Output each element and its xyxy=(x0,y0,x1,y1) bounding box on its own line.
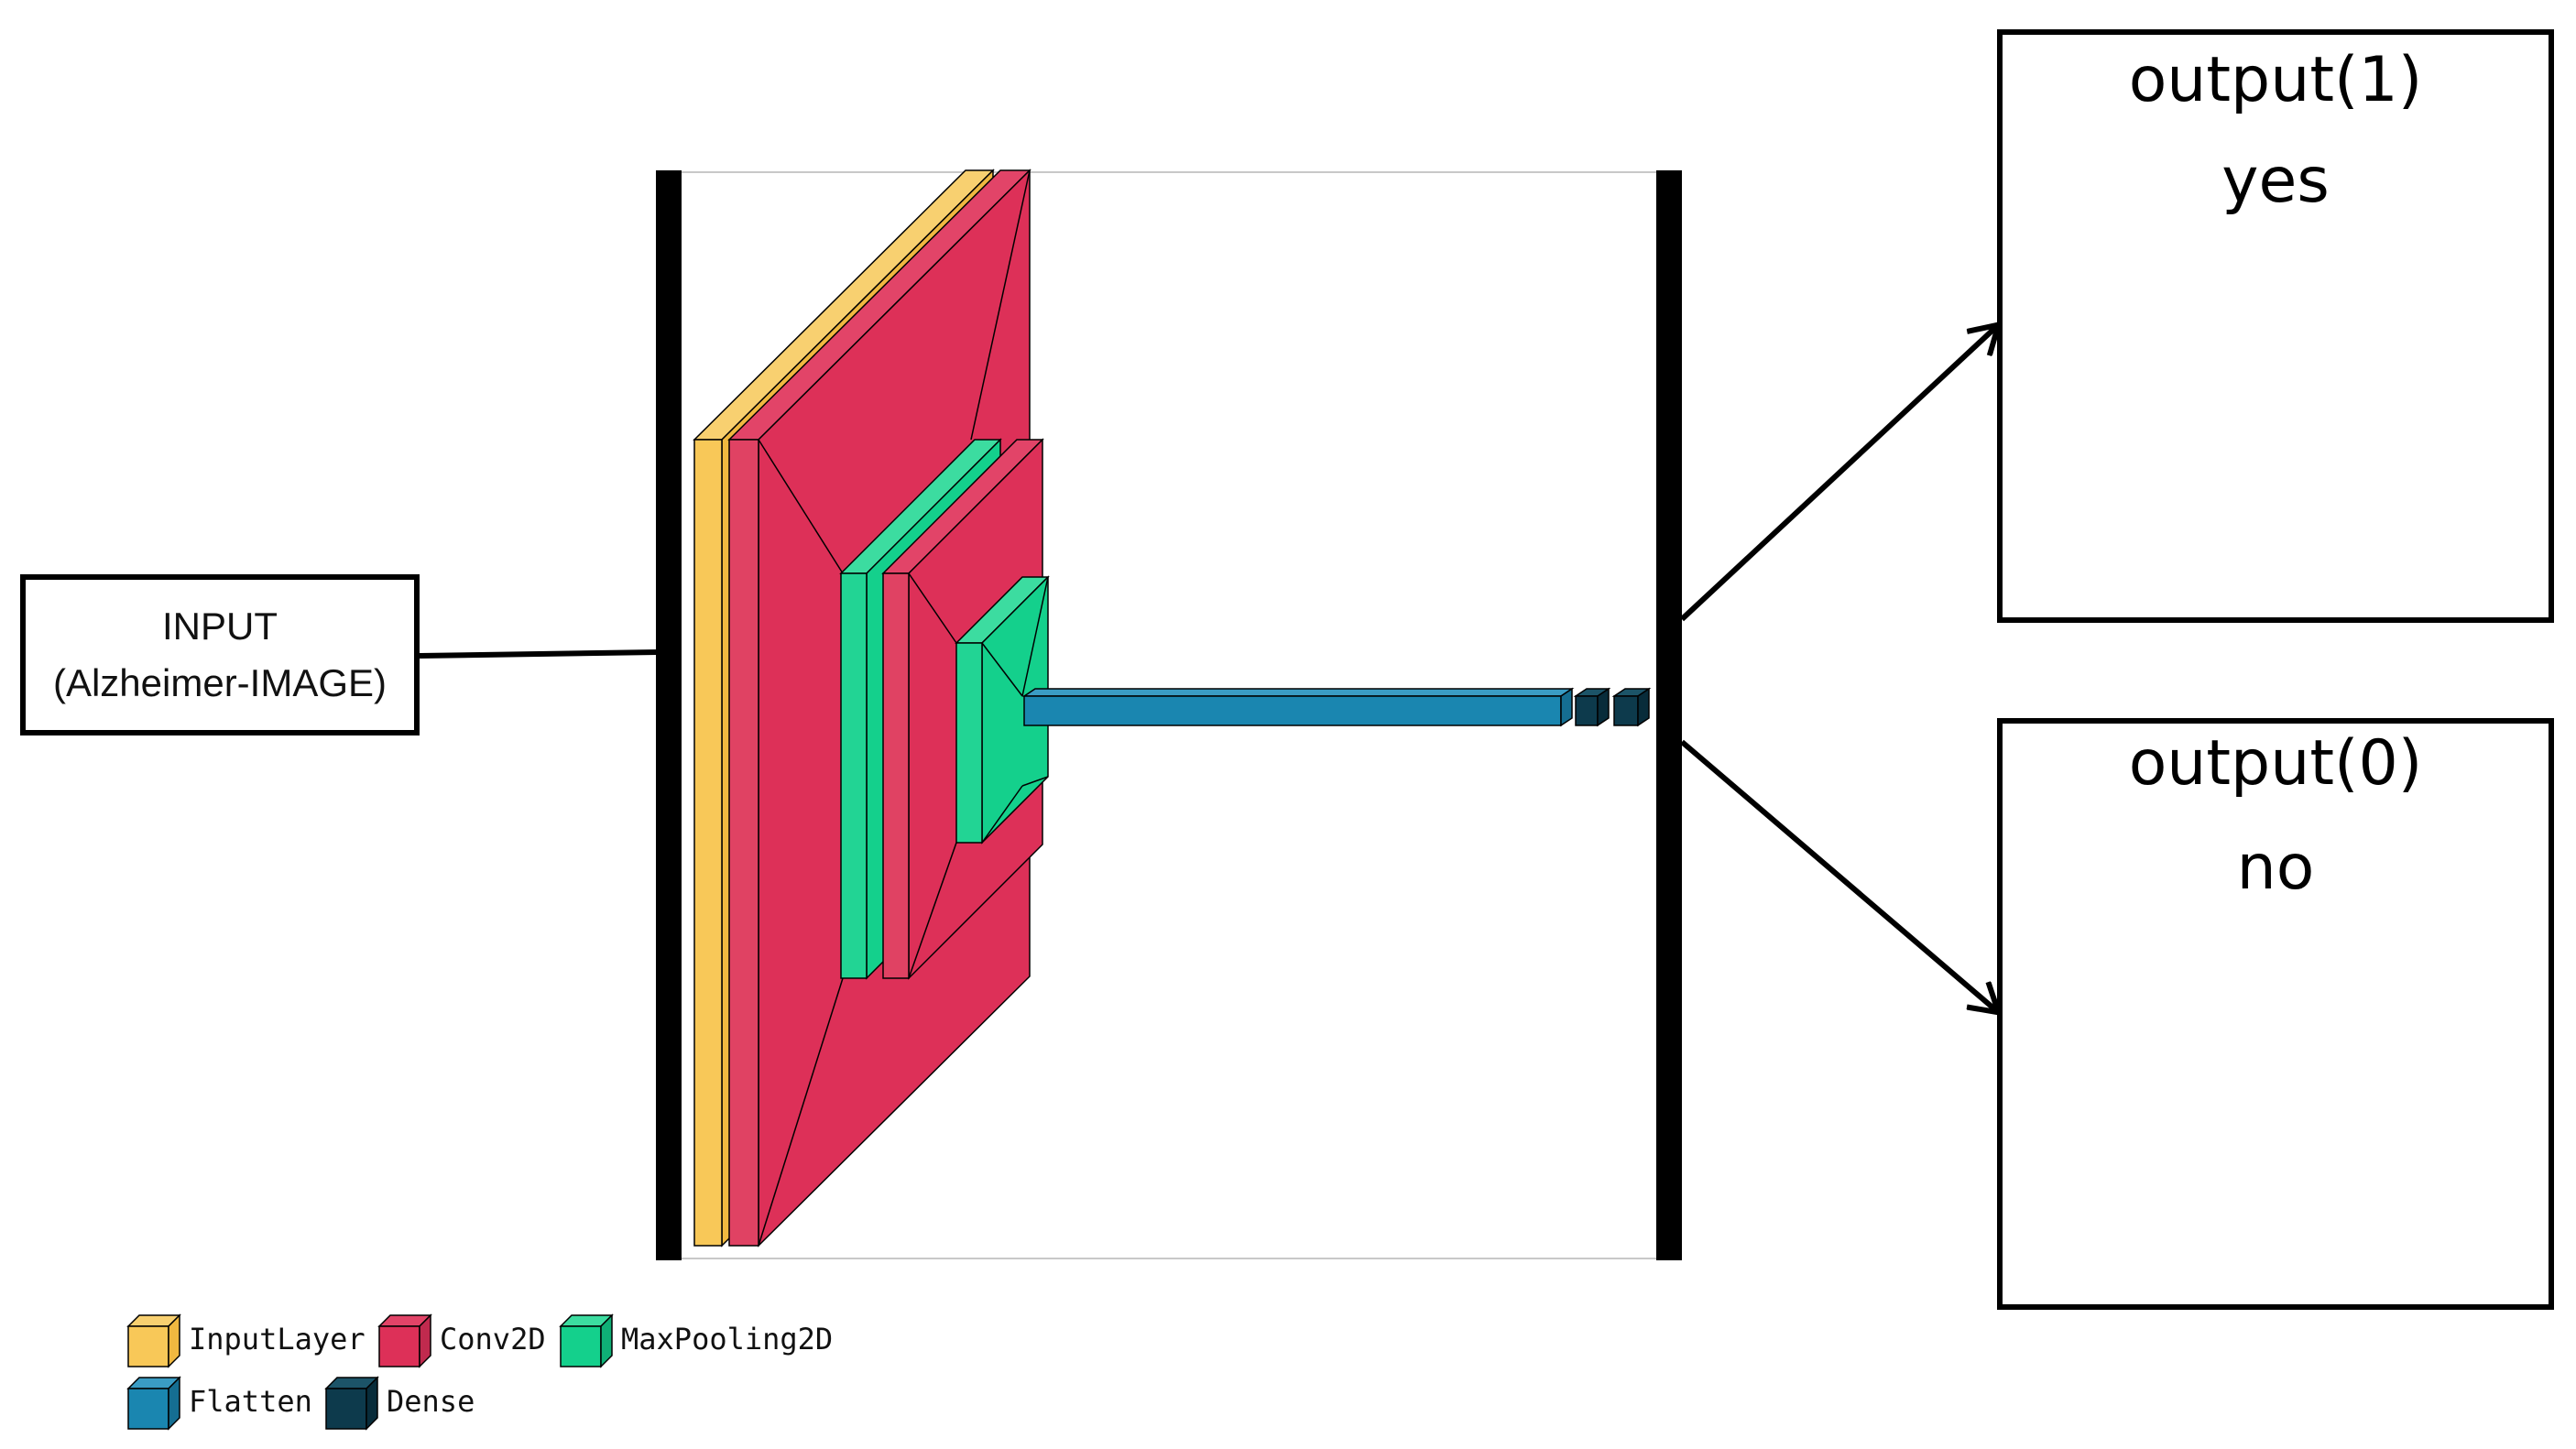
legend-inputlayer-swatch xyxy=(126,1313,181,1368)
legend-maxpooling2d-swatch xyxy=(559,1313,614,1368)
input-box: INPUT (Alzheimer-IMAGE) xyxy=(20,574,420,735)
output-box-no: output(0) no xyxy=(1997,718,2554,1310)
output-answer-yes: yes xyxy=(2221,145,2330,217)
dense-block-2 xyxy=(1611,687,1652,727)
maxpooling2d-block-2 xyxy=(955,575,1050,844)
dense-block-1 xyxy=(1573,687,1611,727)
arrow-to-output-no xyxy=(1680,739,1997,1011)
legend-cubes xyxy=(126,1313,614,1431)
legend-flatten-swatch xyxy=(126,1376,181,1431)
output-answer-no: no xyxy=(2236,832,2315,904)
input-label: INPUT xyxy=(162,605,278,648)
legend-label-conv2d: Conv2D xyxy=(440,1322,546,1356)
output-box-yes: output(1) yes xyxy=(1997,29,2554,623)
flatten-block xyxy=(1021,687,1575,727)
frame-right-bar xyxy=(1656,170,1682,1260)
input-connector-line xyxy=(419,649,659,659)
legend-dense-swatch xyxy=(324,1376,379,1431)
legend-conv2d-swatch xyxy=(377,1313,432,1368)
output-title-yes: output(1) xyxy=(2128,44,2423,116)
legend-label-inputlayer: InputLayer xyxy=(189,1322,366,1356)
legend-label-flatten: Flatten xyxy=(189,1384,312,1419)
input-description: (Alzheimer-IMAGE) xyxy=(52,661,387,704)
output-title-no: output(0) xyxy=(2128,727,2423,800)
frame-left-bar xyxy=(656,170,682,1260)
legend-label-maxpooling2d: MaxPooling2D xyxy=(621,1322,834,1356)
legend-label-dense: Dense xyxy=(387,1384,475,1419)
arrow-to-output-yes xyxy=(1679,326,1997,622)
